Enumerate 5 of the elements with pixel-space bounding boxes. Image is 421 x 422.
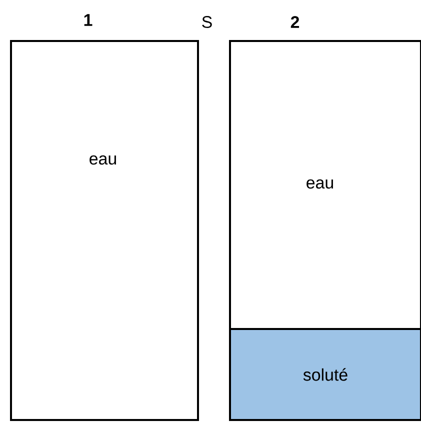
container-box: 1 eau [10,14,199,421]
node-label: 2 [290,16,300,28]
membrane-label: S [202,16,212,28]
node-label: 1 [84,14,92,26]
solute-band: soluté [229,328,421,421]
